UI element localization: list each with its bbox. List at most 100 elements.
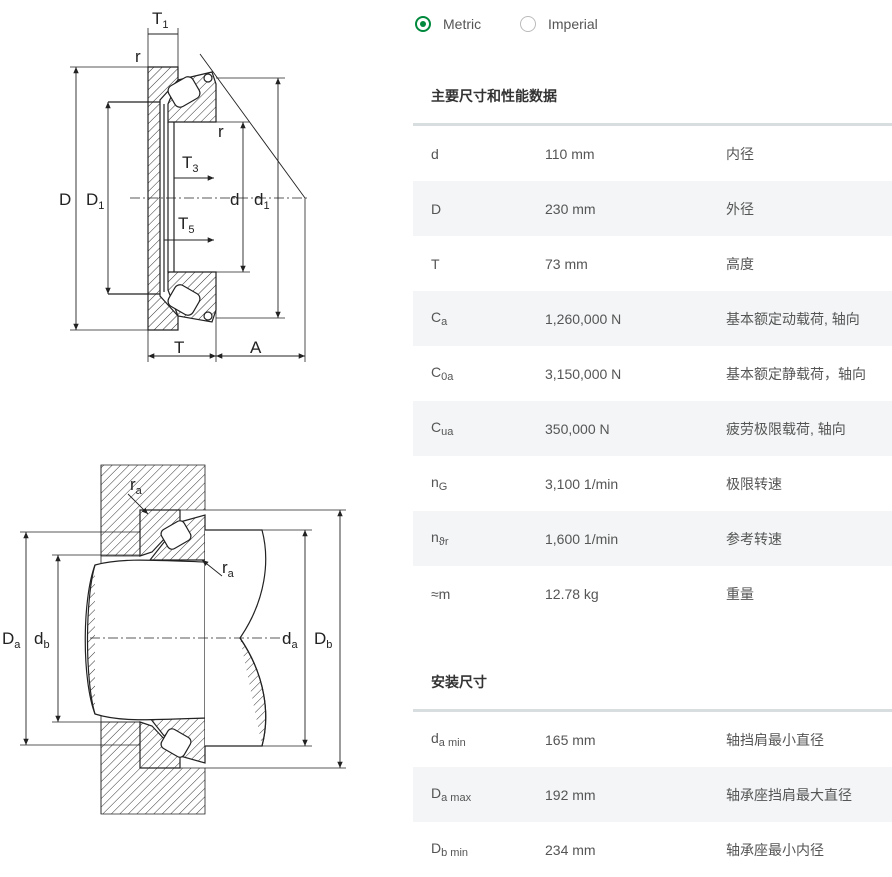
row-description: 外径	[726, 200, 754, 217]
symbol-subscript: G	[438, 481, 448, 493]
section-divider	[413, 709, 892, 712]
symbol-main: d	[431, 730, 439, 746]
row-symbol: nϑr	[413, 529, 545, 548]
metric-label: Metric	[443, 16, 482, 32]
metric-radio[interactable]: Metric	[415, 12, 481, 36]
table-row: D 230 mm 外径	[413, 181, 892, 236]
symbol-main: D	[431, 200, 442, 217]
label-ra-top: ra	[130, 475, 143, 497]
row-value: 165 mm	[545, 731, 596, 748]
label-Da: Da	[2, 629, 21, 651]
row-symbol: C0a	[413, 364, 545, 383]
row-symbol: Da max	[413, 785, 545, 804]
radio-selected-icon	[415, 16, 431, 32]
row-symbol: Ca	[413, 309, 545, 328]
label-A: A	[250, 338, 262, 357]
row-symbol: ≈m	[413, 586, 545, 602]
mount-section-title: 安装尺寸	[431, 674, 487, 690]
symbol-subscript: a max	[441, 792, 472, 804]
symbol-main: D	[431, 840, 442, 856]
radio-unselected-icon	[520, 16, 536, 32]
row-description: 基本额定动载荷, 轴向	[726, 310, 860, 327]
symbol-main: C	[431, 419, 442, 435]
symbol-main: n	[431, 529, 439, 545]
row-description: 轴承座挡肩最大直径	[726, 786, 852, 803]
symbol-main: D	[431, 785, 442, 801]
symbol-subscript: ua	[441, 426, 454, 438]
imperial-label: Imperial	[548, 16, 598, 32]
label-Db: Db	[314, 629, 332, 651]
symbol-subscript: 0a	[441, 371, 454, 383]
section-divider	[413, 123, 892, 126]
row-value: 350,000 N	[545, 420, 610, 437]
row-value: 1,600 1/min	[545, 530, 619, 547]
table-row: ≈m 12.78 kg 重量	[413, 566, 892, 621]
row-description: 重量	[726, 585, 754, 602]
row-description: 轴承座最小内径	[726, 841, 824, 858]
row-value: 73 mm	[545, 255, 588, 272]
row-value: 1,260,000 N	[545, 310, 622, 327]
symbol-main: ≈m	[431, 585, 451, 602]
row-value: 3,100 1/min	[545, 475, 619, 492]
row-description: 内径	[726, 145, 754, 162]
unit-selector: Metric Imperial	[413, 12, 892, 36]
label-ra-mid: ra	[222, 558, 235, 580]
row-symbol: Cua	[413, 419, 545, 438]
label-d: d	[230, 190, 239, 209]
row-symbol: d	[413, 146, 545, 162]
symbol-subscript: a	[441, 316, 448, 328]
symbol-main: T	[431, 255, 440, 272]
row-description: 轴挡肩最小直径	[726, 731, 824, 748]
symbol-subscript: b min	[441, 847, 469, 859]
row-symbol: Db min	[413, 840, 545, 859]
label-T5: T5	[178, 214, 195, 236]
label-r-top: r	[135, 47, 141, 66]
row-symbol: D	[413, 201, 545, 217]
row-value: 12.78 kg	[545, 585, 599, 602]
symbol-main: d	[431, 145, 439, 162]
imperial-radio[interactable]: Imperial	[520, 12, 598, 36]
table-row: T 73 mm 高度	[413, 236, 892, 291]
symbol-subscript: ϑr	[438, 536, 449, 548]
row-symbol: nG	[413, 474, 545, 493]
row-value: 230 mm	[545, 200, 596, 217]
row-description: 极限转速	[726, 475, 782, 492]
label-da: da	[282, 629, 298, 651]
mounting-drawing	[20, 464, 346, 815]
symbol-main: C	[431, 309, 442, 325]
row-value: 192 mm	[545, 786, 596, 803]
row-value: 234 mm	[545, 841, 596, 858]
bearing-drawings: T1 r r D D1 T3 d d1 T5 T A	[2, 9, 346, 815]
label-D: D	[59, 190, 71, 209]
label-T: T	[174, 338, 184, 357]
label-d1: d1	[254, 190, 270, 212]
symbol-main: n	[431, 474, 439, 490]
symbol-main: C	[431, 364, 442, 380]
label-db: db	[34, 629, 50, 651]
row-description: 高度	[726, 255, 754, 272]
label-D1: D1	[86, 190, 104, 212]
main-section-title: 主要尺寸和性能数据	[431, 88, 557, 104]
row-description: 疲劳极限载荷, 轴向	[726, 420, 846, 437]
label-T3: T3	[182, 153, 199, 175]
row-symbol: T	[413, 256, 545, 272]
label-T1: T1	[152, 9, 169, 31]
row-symbol: da min	[413, 730, 545, 749]
bearing-section-drawing	[70, 28, 310, 362]
row-description: 基本额定静载荷，轴向	[726, 365, 866, 382]
symbol-subscript: a min	[438, 737, 466, 749]
row-description: 参考转速	[726, 530, 782, 547]
label-r-mid: r	[218, 122, 224, 141]
